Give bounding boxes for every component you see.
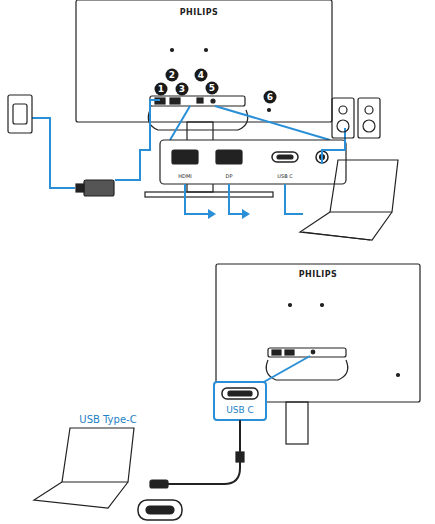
port-label: DP	[226, 174, 233, 179]
callout-number: 6	[264, 91, 277, 104]
port-label: USB C	[277, 174, 292, 179]
callout-number: 5	[206, 82, 219, 95]
brand-logo: PHILIPS	[180, 9, 219, 17]
callout-number: 2	[166, 69, 179, 82]
callout-number: 3	[176, 83, 189, 96]
callout-number: 1	[155, 83, 168, 96]
port-label: USB C	[226, 406, 254, 415]
port-label: HDMI	[178, 174, 191, 179]
connector-label: USB Type-C	[79, 415, 136, 425]
callout-number: 4	[195, 69, 208, 82]
brand-logo: PHILIPS	[299, 271, 338, 279]
